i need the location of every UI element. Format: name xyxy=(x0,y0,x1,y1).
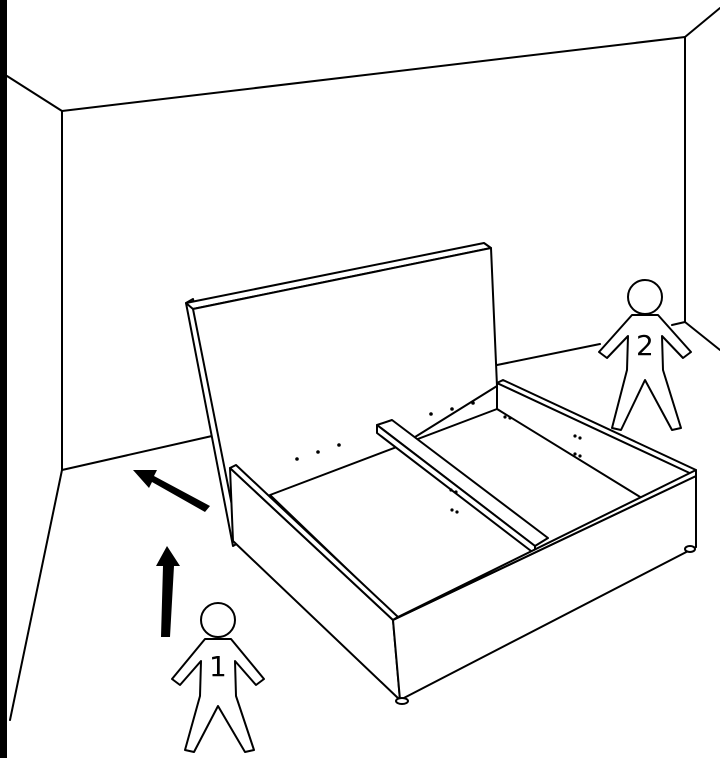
hole xyxy=(429,412,433,416)
hole xyxy=(450,407,454,411)
hole xyxy=(508,416,511,419)
arrow-diagonal xyxy=(133,470,210,512)
hole xyxy=(578,436,581,439)
floor-right-edge xyxy=(685,322,720,350)
hole xyxy=(578,454,581,457)
bed-foot-front xyxy=(396,698,408,704)
hole xyxy=(295,457,299,461)
page-border xyxy=(0,0,7,758)
floor-back-right xyxy=(497,344,600,365)
arrow-icon xyxy=(133,470,210,637)
person-2-label: 2 xyxy=(636,329,654,362)
person-2-head xyxy=(628,280,662,314)
arrow-up xyxy=(156,546,180,637)
hole xyxy=(337,443,341,447)
hole xyxy=(316,450,320,454)
hole xyxy=(471,401,475,405)
bed xyxy=(186,243,696,704)
hole xyxy=(503,415,506,418)
ceiling-right-edge xyxy=(685,8,720,37)
ceiling-left-edge xyxy=(7,76,62,111)
hole xyxy=(573,434,576,437)
hole xyxy=(455,510,458,513)
hole xyxy=(573,452,576,455)
bed-foot-right xyxy=(685,546,695,552)
person-1-label: 1 xyxy=(209,650,227,683)
ceiling-back-edge xyxy=(62,37,685,111)
floor-left-edge xyxy=(10,470,62,720)
hole xyxy=(449,488,452,491)
hole xyxy=(450,508,453,511)
person-1-head xyxy=(201,603,235,637)
floor-back-left xyxy=(62,436,212,470)
person-icon: 2 xyxy=(599,280,691,430)
person-icon: 1 xyxy=(172,603,264,752)
hole xyxy=(454,490,457,493)
floor-back-right-2 xyxy=(672,322,685,325)
